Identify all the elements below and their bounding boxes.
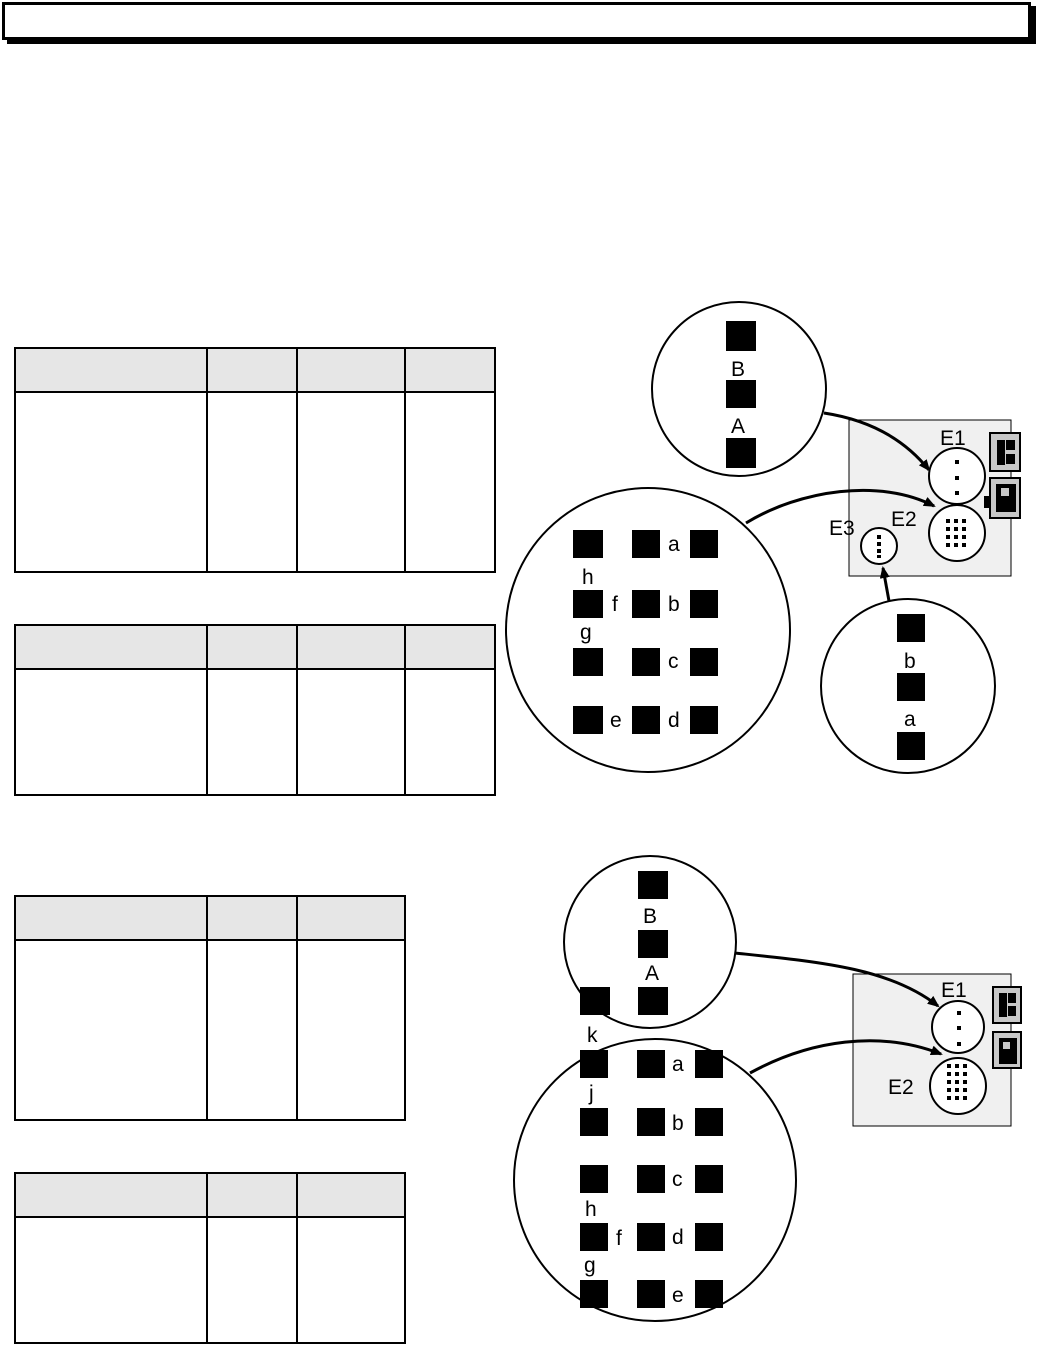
pin-label-c: c (672, 1168, 683, 1191)
table-row (14, 940, 406, 1120)
table-2 (14, 624, 496, 796)
connector-magnified-main (505, 487, 791, 773)
pin-label-b: B (643, 905, 657, 928)
table-row (14, 1217, 406, 1343)
table-header-row (14, 624, 496, 670)
table-1 (14, 347, 496, 573)
pin-label-a: A (645, 962, 659, 985)
arrow-to-e2 (749, 1039, 943, 1075)
pin-label-b: B (731, 358, 745, 381)
table-row (14, 669, 496, 795)
pin-label-b: b (904, 650, 916, 673)
arrow-to-e1 (734, 951, 940, 1008)
panel-plug-icon (989, 432, 1021, 472)
table-header-row (14, 895, 406, 941)
table-3 (14, 895, 406, 1121)
arrow-to-e1 (823, 411, 931, 472)
label-e1: E1 (940, 427, 966, 450)
pin-label-b: b (672, 1112, 684, 1135)
table-row (14, 392, 496, 572)
pin-label-h: h (585, 1198, 597, 1221)
pin-label-h: h (582, 566, 594, 589)
pin-label-d: d (668, 709, 680, 732)
socket-e2-pins (947, 1064, 967, 1100)
label-e1: E1 (941, 979, 967, 1002)
pin-label-j: j (588, 1082, 594, 1105)
page-title-bar (2, 2, 1031, 40)
socket-e2-pins (946, 519, 966, 547)
connector-diagram-top: E1 E2 E3 B A a h f b g c e d b a (505, 301, 1021, 774)
connector-diagram-bottom: E1 E2 B A k a j b c h f d g e (513, 855, 1022, 1322)
socket-e2 (928, 504, 986, 562)
pin-label-f: f (616, 1227, 622, 1250)
panel-plug-icon (992, 986, 1022, 1024)
socket-e2 (929, 1057, 987, 1115)
pin-label-g: g (584, 1254, 596, 1277)
arrow-to-e2 (745, 488, 936, 525)
pin-label-a: a (672, 1053, 684, 1076)
label-e2: E2 (891, 508, 917, 531)
pin-label-e: e (610, 709, 622, 732)
pin-label-a: a (668, 533, 680, 556)
pin-label-b: b (668, 593, 680, 616)
pin-label-f: f (612, 593, 618, 616)
pin-label-d: d (672, 1226, 684, 1249)
arrow-to-e3 (879, 566, 891, 602)
panel-plug-icon (992, 1031, 1022, 1069)
pin-label-c: c (668, 650, 679, 673)
pin-label-a: A (731, 415, 745, 438)
label-e3: E3 (829, 517, 855, 540)
table-header-row (14, 1172, 406, 1218)
label-e2: E2 (888, 1076, 914, 1099)
pin-label-a: a (904, 708, 916, 731)
panel-plug-icon (984, 477, 1021, 519)
table-4 (14, 1172, 406, 1344)
pin-label-e: e (672, 1284, 684, 1307)
pin-label-g: g (580, 621, 592, 644)
pin-label-k: k (587, 1024, 598, 1047)
table-header-row (14, 347, 496, 393)
